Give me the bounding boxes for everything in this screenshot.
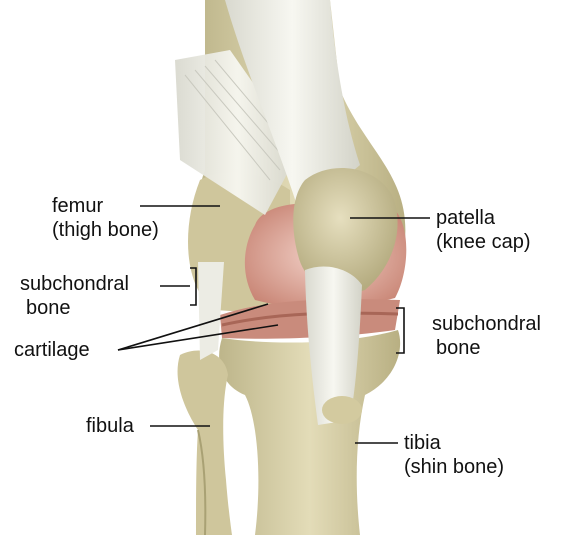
label-tibia: tibia (404, 431, 441, 455)
label-patella: patella (436, 206, 495, 230)
label-subchondral-right: subchondral (432, 312, 541, 336)
label-femur-sub: (thigh bone) (52, 218, 159, 242)
label-cartilage: cartilage (14, 338, 90, 362)
label-subchondral-left-bone: bone (26, 296, 71, 320)
label-femur: femur (52, 194, 103, 218)
lateral-ligament (198, 262, 224, 360)
label-subchondral-left: subchondral (20, 272, 129, 296)
label-fibula: fibula (86, 414, 134, 438)
label-tibia-sub: (shin bone) (404, 455, 504, 479)
label-subchondral-right-bone: bone (436, 336, 481, 360)
label-patella-sub: (knee cap) (436, 230, 531, 254)
tibia-bone (219, 330, 400, 535)
